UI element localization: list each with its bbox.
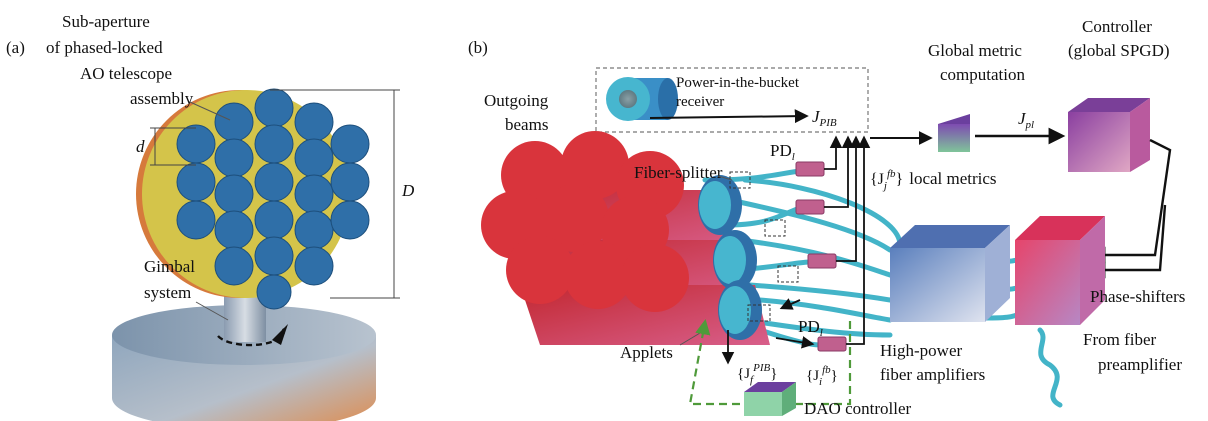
pib-receiver-fiber [606,77,678,121]
subaperture-label-3: AO telescope [80,64,172,83]
splitter-boxes [729,171,799,322]
pd-top-label: PDl [770,141,795,163]
controller-to-phase-wire-2 [1088,204,1167,279]
pib-receiver-label-1: Power-in-the-bucket [676,75,800,91]
panel-a-tag: (a) [6,38,25,57]
dao-controller-label: DAO controller [804,399,912,418]
pib-receiver-box [595,67,869,133]
controller-to-phase-wire [1088,138,1172,264]
gimbal-label-1: Gimbal [144,257,195,276]
panel-b: (b) Power-in-the-bucket receiver JPIB Ou… [468,17,1185,418]
pib-arrow [649,109,809,124]
subaperture-array [176,88,370,310]
photodetectors [795,161,847,352]
dao-loop [688,318,852,406]
preamp-label-1: From fiber [1083,330,1157,349]
phase-shifter-block [1015,216,1105,325]
d-label: d [136,137,145,156]
subaperture-leader [189,101,231,121]
subaperture-label-4: assembly [130,89,194,108]
amplifiers-label-2: fiber amplifiers [880,365,985,384]
j-pl-label: Jpl [1018,109,1034,131]
local-metrics-label: {Jjfb}local metrics [870,168,997,192]
controller-label-2: (global SPGD) [1068,41,1170,60]
subaperture-label-1: Sub-aperture [62,12,150,31]
fiber-splitter-leader [717,175,733,181]
pd-bottom-arrow [775,336,815,349]
panel-a: (a) Sub-aperture of phased-locked AO tel… [6,12,415,421]
outgoing-beams-label-2: beams [505,115,548,134]
controller-block [1068,98,1150,172]
D-dimension [270,89,400,299]
pd-bottom-label: PDl [798,317,823,339]
D-label: D [401,181,415,200]
rotation-arrowhead [272,324,288,345]
beam-cylinders [481,131,770,345]
j-pib-label: JPIB [812,107,837,129]
dao-controller-block [744,382,796,416]
pib-receiver-label-2: receiver [676,94,724,110]
jf-pib-label: {JfPIB} [737,362,777,386]
gimbal-leader [195,301,229,321]
fiber-splitter-label: Fiber-splitter [634,163,723,182]
d-dimension [150,127,196,166]
controller-label-1: Controller [1082,17,1152,36]
outgoing-beams-label-1: Outgoing [484,91,549,110]
panel-b-tag: (b) [468,38,488,57]
feedback-arrow [779,298,801,310]
signal-wires [824,135,871,345]
subaperture-label-2: of phased-locked [46,38,163,57]
applets-label: Applets [620,343,673,362]
global-metric-label-2: computation [940,65,1025,84]
gimbal-label-2: system [144,283,191,302]
phase-shifters-label: Phase-shifters [1090,287,1185,306]
ji-fb-label: {Jifb} [806,364,838,388]
global-metric-block [938,114,970,152]
amplifiers-label-1: High-power [880,341,962,360]
global-metric-label-1: Global metric [928,41,1022,60]
amplifier-block [890,225,1010,322]
preamp-label-2: preamplifier [1098,355,1182,374]
